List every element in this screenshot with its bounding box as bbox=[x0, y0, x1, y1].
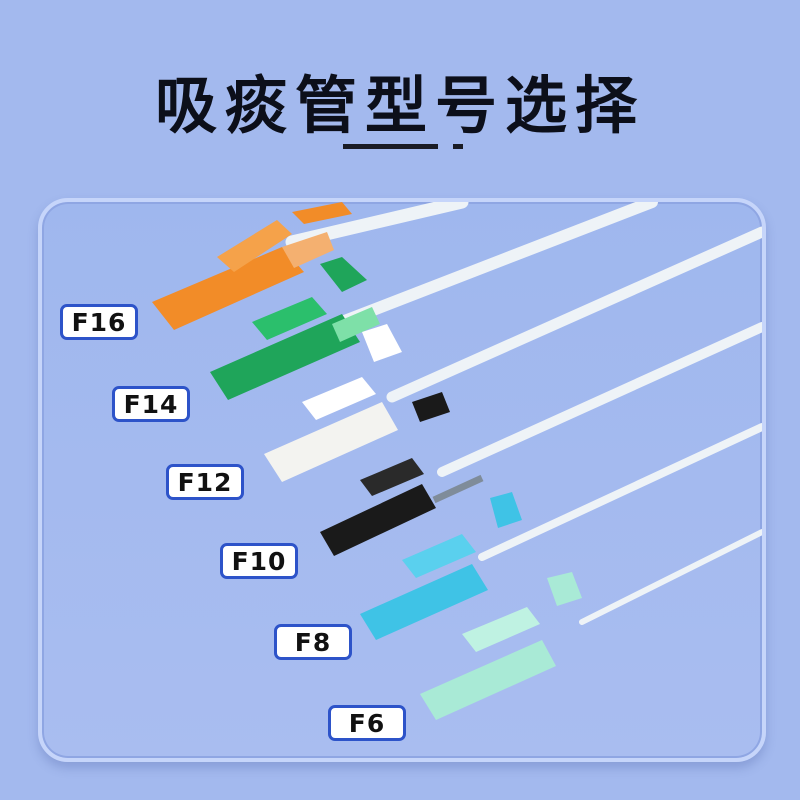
connector-f12 bbox=[264, 324, 402, 482]
size-label-f12: F12 bbox=[166, 464, 244, 500]
size-label-f14: F14 bbox=[112, 386, 190, 422]
catheter-illustration bbox=[152, 202, 762, 720]
tube-f6 bbox=[579, 529, 762, 625]
connector-f14 bbox=[210, 257, 380, 400]
connector-f8 bbox=[360, 492, 522, 640]
tube-f12 bbox=[386, 226, 762, 403]
catheter-panel bbox=[38, 198, 766, 762]
connector-f16 bbox=[152, 202, 352, 330]
size-label-f10: F10 bbox=[220, 543, 298, 579]
size-label-f8: F8 bbox=[274, 624, 352, 660]
tube-f10 bbox=[437, 322, 762, 477]
title-underline bbox=[343, 144, 438, 149]
catheter-tubes bbox=[285, 202, 762, 625]
connector-f6 bbox=[420, 572, 582, 720]
page-title: 吸痰管型号选择 bbox=[154, 69, 645, 142]
title-underline-dot bbox=[453, 144, 463, 149]
size-label-f6: F6 bbox=[328, 705, 406, 741]
tube-f8 bbox=[478, 423, 762, 561]
size-label-f16: F16 bbox=[60, 304, 138, 340]
tube-f14 bbox=[336, 202, 658, 328]
connector-f10 bbox=[320, 392, 484, 556]
